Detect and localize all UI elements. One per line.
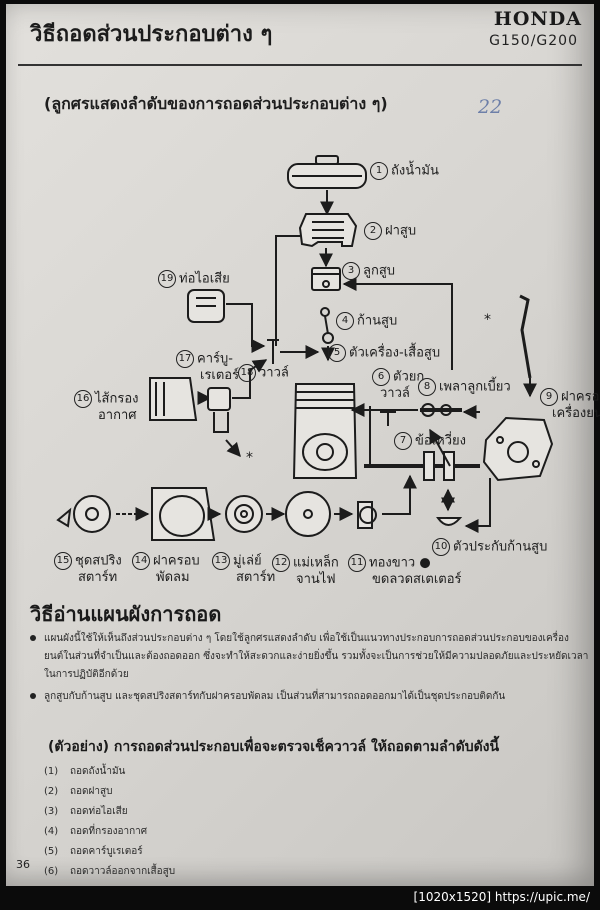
bullet-icon [30, 635, 36, 641]
example-title: (ตัวอย่าง) การถอดส่วนประกอบเพื่อจะตรวจเช… [48, 739, 500, 755]
list-item: (5)ถอดคาร์บูเรเตอร์ [44, 846, 143, 857]
list-item: (2)ถอดฝาสูบ [44, 786, 113, 797]
section-title: วิธีอ่านแผนผังการถอด [30, 602, 222, 626]
crankshaft-drawing [364, 451, 480, 481]
tappet-drawing [380, 411, 396, 426]
paragraph-2: ลูกสูบกับก้านสูบ และชุดสปริงสตาร์ทกับฝาค… [30, 688, 505, 705]
carburetor-drawing [207, 387, 231, 433]
handwritten-note: 22 [478, 96, 503, 118]
connecting-rod-drawing [320, 307, 334, 344]
header-divider [18, 64, 582, 66]
fan-cover-drawing [151, 487, 216, 541]
asterisk-mark: * [484, 312, 491, 328]
paragraph-1-line-2: ยนต์ในส่วนที่จำเป็นและต้องถอดออก ซึ่งจะท… [44, 651, 589, 662]
watermark-text: [1020x1520] https://upic.me/ [413, 890, 590, 904]
piston-drawing [311, 267, 341, 291]
air-cleaner-drawing [149, 377, 198, 421]
list-item: (4)ถอดที่กรองอากาศ [44, 826, 148, 837]
flywheel-drawing [285, 491, 331, 537]
diagram-subtitle: (ลูกศรแสดงลำดับของการถอดส่วนประกอบต่าง ๆ… [44, 94, 388, 113]
image-footer-bar [0, 886, 600, 910]
page-title: วิธีถอดส่วนประกอบต่าง ๆ [30, 22, 273, 47]
crankcase-drawing [292, 383, 358, 479]
bullet-icon [30, 693, 36, 699]
conrod-cap-drawing [436, 488, 463, 526]
starter-pulley-drawing [225, 495, 263, 533]
list-item: (3)ถอดท่อไอเสีย [44, 806, 128, 817]
stator-drawing [357, 501, 377, 529]
list-item: (6)ถอดวาวล์ออกจากเสื้อสูบ [44, 866, 176, 877]
paragraph-1: แผนผังนี้ใช้ให้เห็นถึงส่วนประกอบต่าง ๆ โ… [30, 630, 569, 647]
brand-logo-text: HONDA [493, 8, 582, 30]
muffler-drawing [187, 289, 225, 323]
step-list: (1)ถอดถังน้ำมัน (2)ถอดฝาสูบ (3)ถอดท่อไอเ… [44, 764, 175, 884]
page-number: 36 [16, 858, 30, 871]
crankcase-cover-drawing [482, 416, 554, 482]
paragraph-1-line-3: ในการปฏิบัติอีกด้วย [44, 669, 129, 680]
camshaft-drawing [420, 403, 462, 417]
list-item: (1)ถอดถังน้ำมัน [44, 766, 126, 777]
fuel-tank-drawing [287, 155, 367, 189]
cylinder-head-drawing [298, 213, 358, 248]
valve-drawing [267, 339, 279, 364]
recoil-starter-drawing [56, 495, 111, 533]
model-number: G150/G200 [489, 33, 578, 49]
asterisk-mark-2: * [246, 450, 253, 466]
